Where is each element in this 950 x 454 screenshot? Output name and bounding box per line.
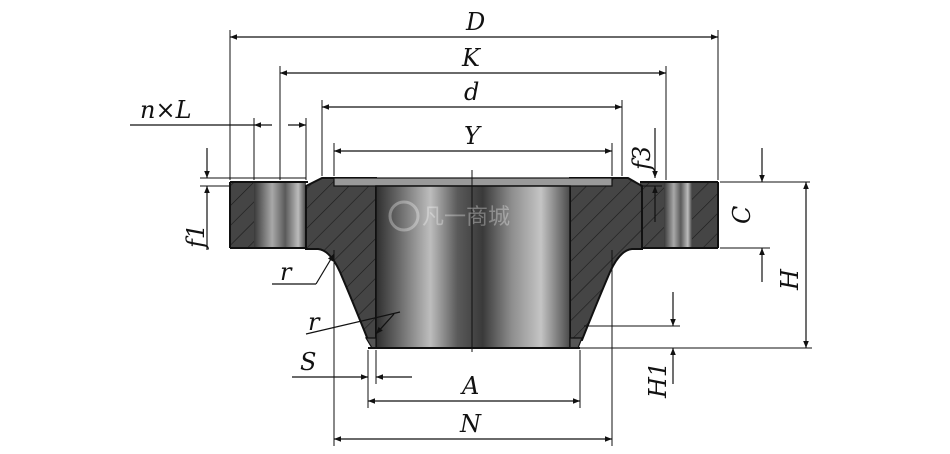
left-plate-section xyxy=(230,182,254,248)
hub-bottom-left xyxy=(364,337,377,349)
label-d: d xyxy=(464,78,479,106)
right-plate-section xyxy=(692,182,718,248)
dim-H: H xyxy=(580,182,812,349)
dim-A: A xyxy=(367,350,581,408)
dim-f1: f1 xyxy=(182,148,306,250)
watermark: 凡一商城 xyxy=(388,200,510,232)
bore xyxy=(375,185,571,349)
flange-right-plate xyxy=(628,181,719,249)
right-plate-inner-section xyxy=(640,182,664,248)
right-bolt-hole xyxy=(664,182,692,248)
dim-nxL: n×L xyxy=(130,96,307,180)
dim-C: C xyxy=(720,148,810,282)
dim-N: N xyxy=(333,250,613,446)
watermark-logo-icon xyxy=(388,200,420,232)
dim-K: K xyxy=(279,44,667,180)
dim-f3: f3 xyxy=(628,128,662,222)
label-Y: Y xyxy=(464,122,482,150)
label-r-lower: r xyxy=(308,308,321,336)
hub-bottom-right xyxy=(569,337,583,349)
dim-r-upper: r xyxy=(272,253,335,286)
label-f1: f1 xyxy=(182,224,210,250)
dim-H1: H1 xyxy=(584,292,680,399)
label-S: S xyxy=(300,348,316,376)
raised-face xyxy=(333,177,613,187)
label-H1: H1 xyxy=(644,362,672,399)
left-bolt-hole xyxy=(254,182,306,248)
label-N: N xyxy=(459,410,482,438)
label-f3: f3 xyxy=(628,146,656,172)
label-r-upper: r xyxy=(280,258,293,286)
label-nxL: n×L xyxy=(140,96,192,124)
dim-Y: Y xyxy=(333,122,613,176)
label-H: H xyxy=(776,268,804,291)
label-A: A xyxy=(460,372,479,400)
label-D: D xyxy=(465,8,485,36)
dim-D: D xyxy=(229,8,719,180)
label-C: C xyxy=(728,206,756,224)
flange-left-plate xyxy=(229,181,320,249)
right-hub-section xyxy=(569,177,643,341)
dim-d: d xyxy=(321,78,623,176)
dim-S: S xyxy=(292,348,412,384)
dim-r-lower: r xyxy=(305,308,401,336)
watermark-text: 凡一商城 xyxy=(422,205,510,230)
label-K: K xyxy=(461,44,482,72)
